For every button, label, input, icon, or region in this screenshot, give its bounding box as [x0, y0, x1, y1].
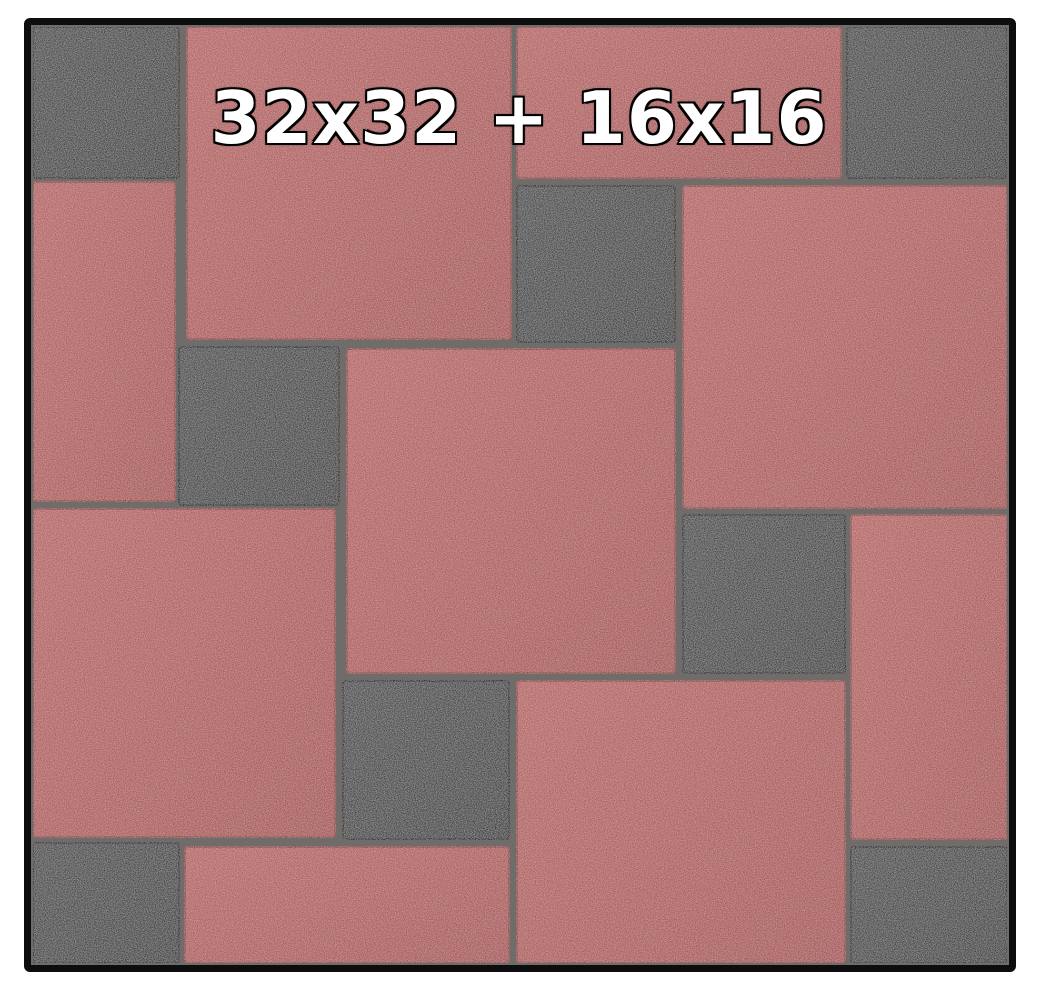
- red-paver-32: [516, 680, 846, 964]
- dark-paver-16: [682, 514, 846, 674]
- red-paver-32: [184, 846, 510, 964]
- paving-pattern: [31, 25, 1009, 965]
- dark-paver-16: [516, 185, 676, 343]
- dark-paver-16: [850, 846, 1008, 964]
- red-paver-32: [346, 348, 676, 674]
- dark-paver-16: [32, 26, 180, 179]
- red-paver-32: [850, 514, 1008, 840]
- dark-paver-16: [32, 842, 180, 964]
- image-frame: [24, 18, 1016, 972]
- dark-paver-16: [846, 26, 1008, 179]
- red-paver-32: [516, 26, 842, 179]
- pattern-caption: 32x32 + 16x16: [209, 75, 828, 162]
- red-paver-32: [32, 181, 176, 502]
- red-paver-32: [682, 185, 1008, 509]
- dark-paver-16: [342, 680, 510, 840]
- red-paver-32: [32, 508, 336, 838]
- dark-paver-16: [178, 346, 340, 506]
- red-paver-32: [186, 26, 512, 340]
